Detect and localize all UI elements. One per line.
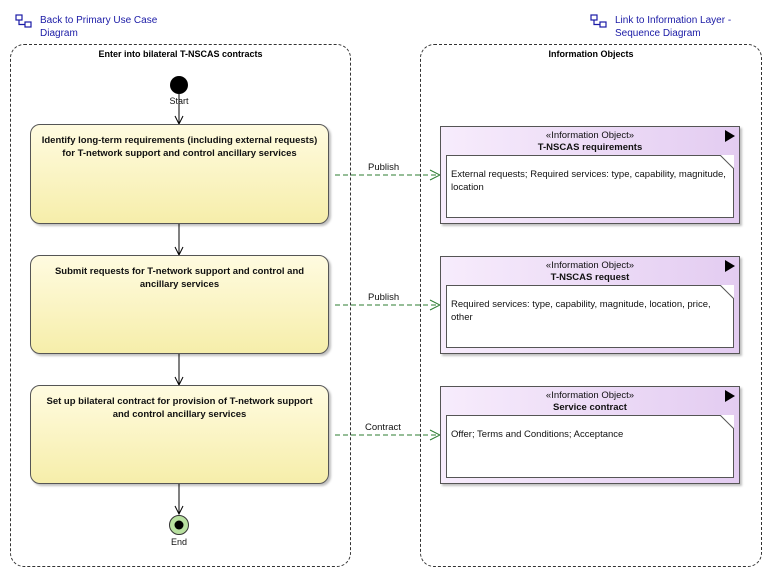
info-object-service-contract[interactable]: «Information Object» Service contract Of…: [440, 386, 740, 484]
flow-label-publish-2: Publish: [368, 292, 400, 303]
action-setup-contract[interactable]: Set up bilateral contract for provision …: [30, 385, 329, 484]
info-layer-link[interactable]: Link to Information Layer - Sequence Dia…: [590, 14, 765, 42]
diagram-link-icon: [15, 14, 32, 28]
triangle-marker-icon: [725, 260, 735, 272]
info-object-title: T-NSCAS requirements: [537, 142, 643, 153]
flow-label-contract: Contract: [365, 422, 401, 433]
note-fold-icon: [720, 155, 734, 169]
info-object-content: External requests; Required services: ty…: [451, 169, 726, 193]
action-identify-requirements[interactable]: Identify long-term requirements (includi…: [30, 124, 329, 224]
triangle-marker-icon: [725, 390, 735, 402]
diagram-link-icon: [590, 14, 607, 28]
info-object-content: Required services: type, capability, mag…: [451, 299, 711, 323]
information-objects-title: Information Objects: [548, 49, 634, 59]
information-objects-partition: Information Objects: [420, 44, 762, 567]
info-layer-link-label: Link to Information Layer - Sequence Dia…: [615, 15, 732, 39]
start-label: Start: [169, 96, 189, 106]
info-object-note: Required services: type, capability, mag…: [446, 285, 734, 348]
action-submit-requests[interactable]: Submit requests for T-network support an…: [30, 255, 329, 354]
info-object-stereotype: «Information Object»: [545, 260, 635, 271]
end-label: End: [170, 537, 187, 547]
info-object-note: Offer; Terms and Conditions; Acceptance: [446, 415, 734, 478]
info-object-content: Offer; Terms and Conditions; Acceptance: [451, 429, 624, 440]
triangle-marker-icon: [725, 130, 735, 142]
activity-partition-title: Enter into bilateral T-NSCAS contracts: [98, 49, 263, 59]
back-to-primary-link[interactable]: Back to Primary Use Case Diagram: [15, 14, 185, 42]
note-fold-icon: [720, 415, 734, 429]
note-fold-icon: [720, 285, 734, 299]
info-object-requirements[interactable]: «Information Object» T-NSCAS requirement…: [440, 126, 740, 224]
activity-partition: Enter into bilateral T-NSCAS contracts: [10, 44, 351, 567]
info-object-title: Service contract: [553, 402, 627, 413]
flow-label-publish-1: Publish: [368, 162, 400, 173]
info-object-title: T-NSCAS request: [550, 272, 630, 283]
end-node-core: [174, 520, 184, 530]
info-object-request[interactable]: «Information Object» T-NSCAS request Req…: [440, 256, 740, 354]
info-object-stereotype: «Information Object»: [545, 130, 635, 141]
info-object-stereotype: «Information Object»: [545, 390, 635, 401]
start-node: [170, 76, 188, 94]
info-object-note: External requests; Required services: ty…: [446, 155, 734, 218]
back-link-label: Back to Primary Use Case Diagram: [40, 15, 158, 39]
